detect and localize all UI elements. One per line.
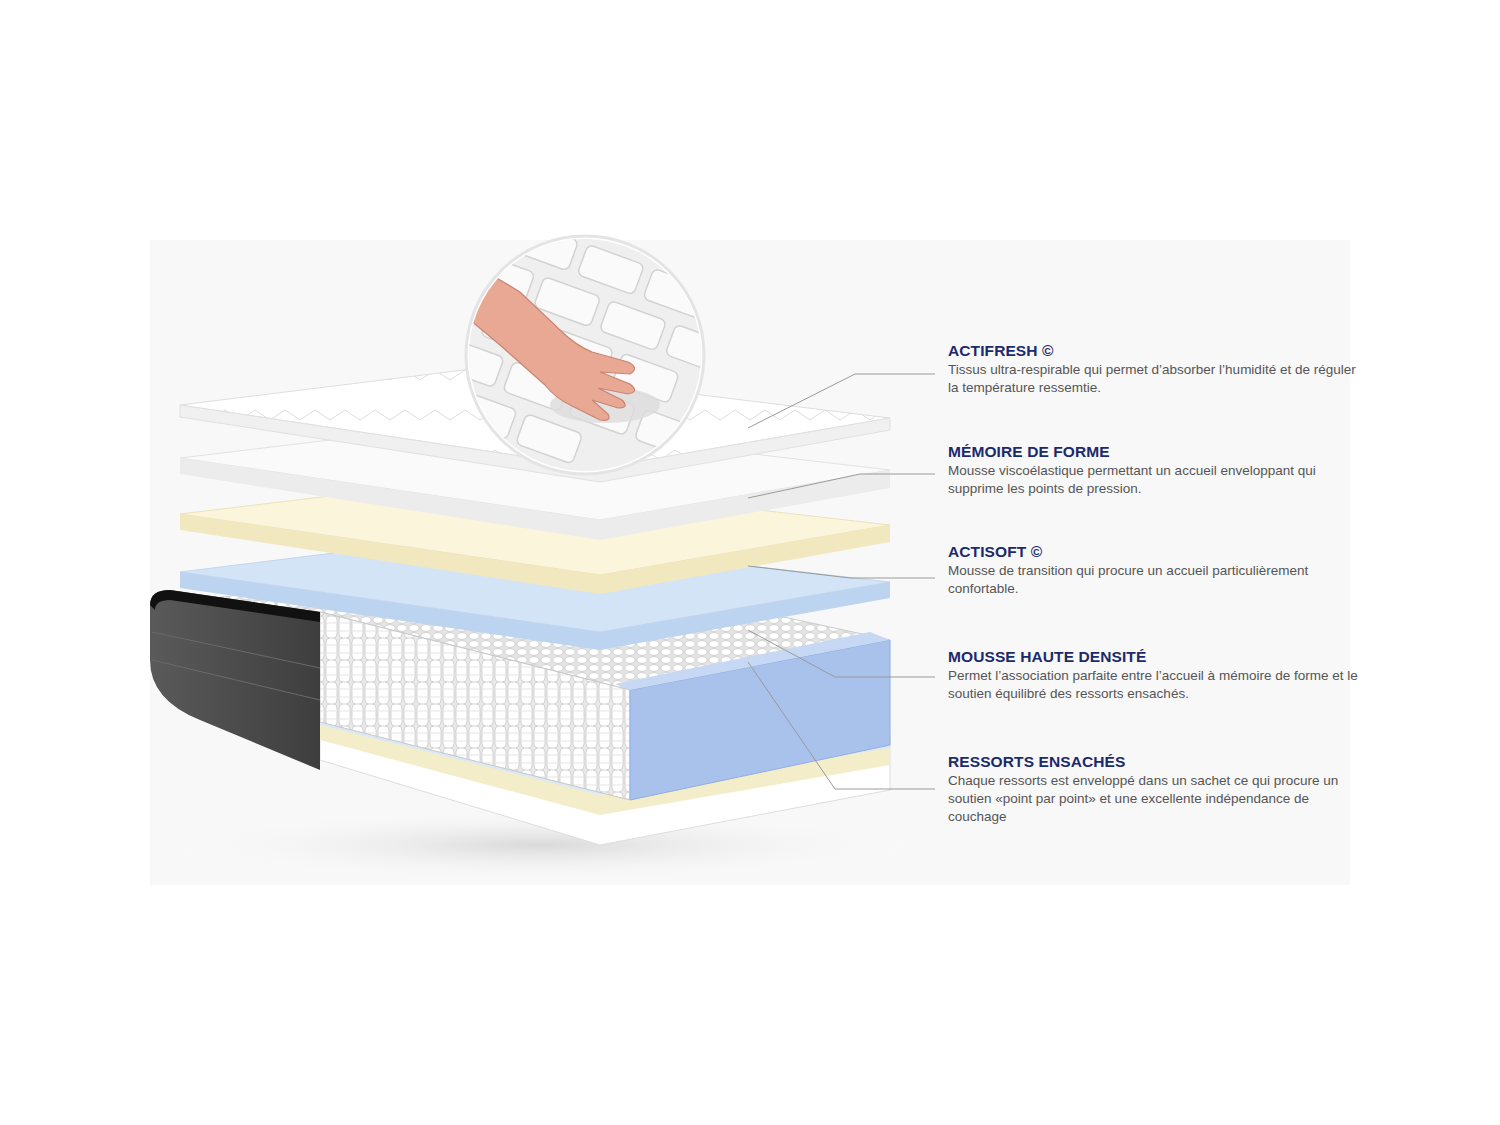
backdrop	[150, 240, 1350, 885]
foam-edge	[615, 632, 890, 800]
layer-description: Mousse de transition qui procure un accu…	[948, 562, 1363, 598]
leader-lines	[748, 374, 935, 789]
layer-description: Permet l’association parfaite entre l’ac…	[948, 667, 1363, 703]
magnifier	[437, 220, 732, 475]
layer-name: MOUSSE HAUTE DENSITÉ	[948, 648, 1146, 666]
layer-name: ACTISOFT ©	[948, 543, 1042, 561]
layer-description: Mousse viscoélastique permettant un accu…	[948, 462, 1363, 498]
layer-description: Chaque ressorts est enveloppé dans un sa…	[948, 772, 1363, 826]
layer-name: RESSORTS ENSACHÉS	[948, 753, 1125, 771]
mattress-cover	[150, 590, 320, 770]
layer-description: Tissus ultra-respirable qui permet d’abs…	[948, 361, 1363, 397]
layer-name: ACTIFRESH ©	[948, 342, 1054, 360]
layer-name: MÉMOIRE DE FORME	[948, 443, 1110, 461]
